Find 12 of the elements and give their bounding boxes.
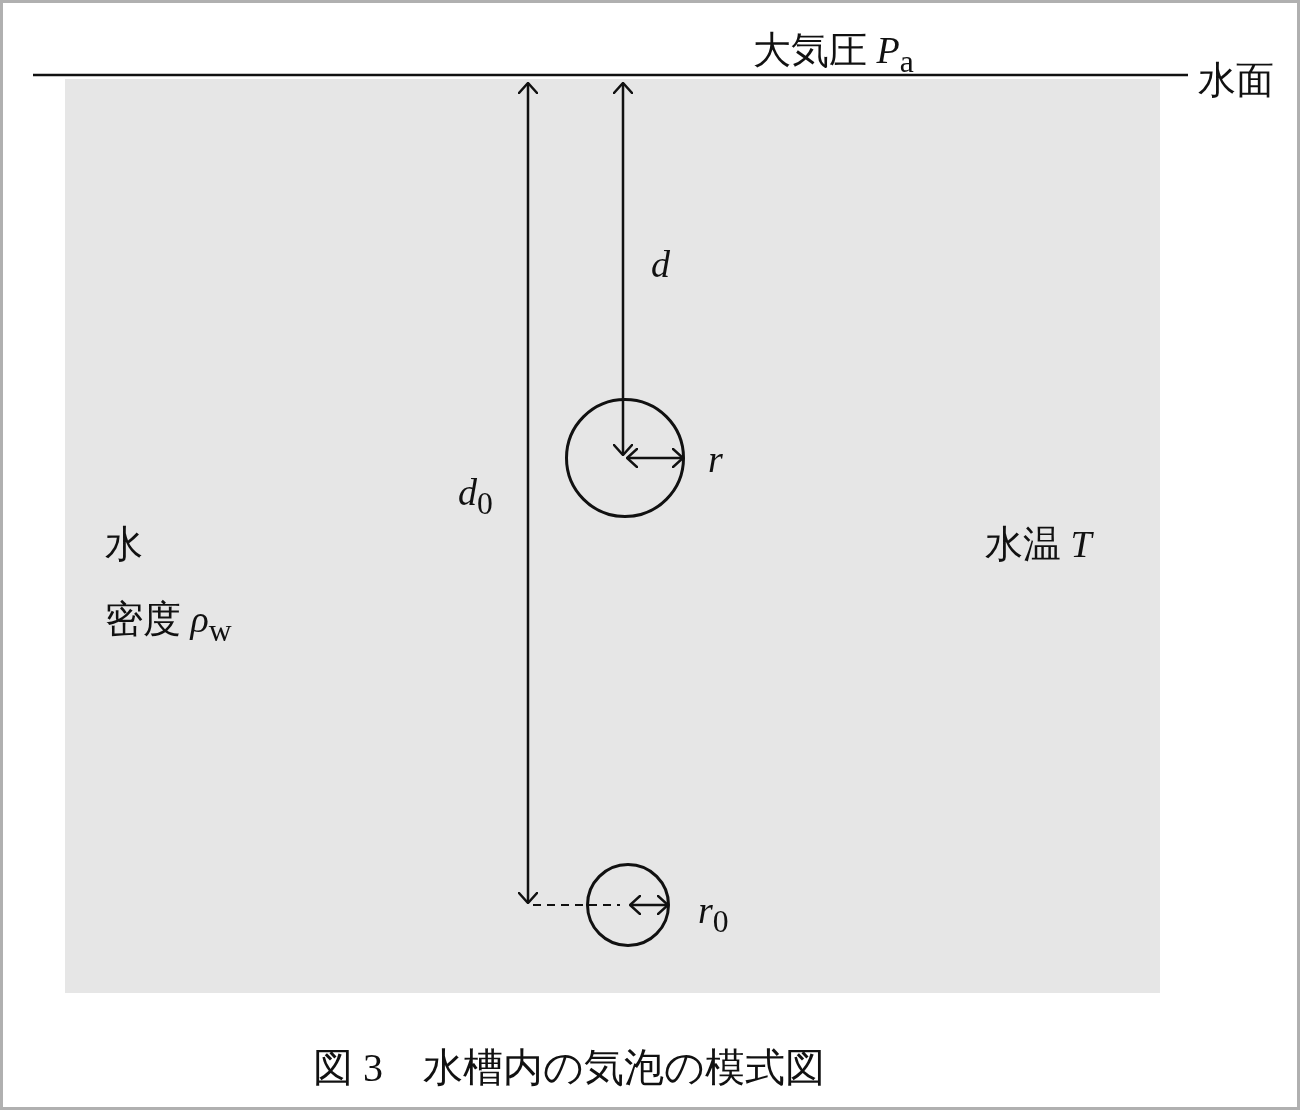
region-label: 水温 T <box>985 525 1092 563</box>
annotation: 水面 <box>1198 61 1274 99</box>
dimension-label: r$_{0}$ <box>698 891 729 938</box>
annotation: 大気圧 P$_{a}$ <box>753 31 914 78</box>
bubble <box>586 863 670 947</box>
figure-caption: 図 3 水槽内の気泡の模式図 <box>313 1048 825 1088</box>
bubble <box>565 398 685 518</box>
dimension-label: r <box>708 440 723 478</box>
region-label: 密度 ρ$_{w}$ <box>105 600 232 647</box>
dimension-label: d$_{0}$ <box>458 473 493 520</box>
region-label: 水 <box>105 525 143 563</box>
dimension-label: d <box>651 245 670 283</box>
